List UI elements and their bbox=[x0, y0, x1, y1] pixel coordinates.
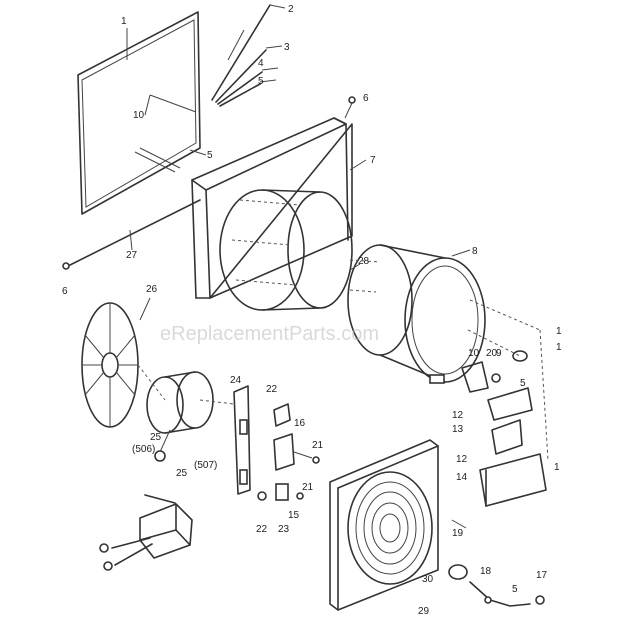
label-12a: 12 bbox=[452, 410, 464, 421]
label-18: 18 bbox=[480, 566, 492, 577]
motor-alternate bbox=[99, 494, 193, 571]
label-23: 23 bbox=[278, 524, 290, 535]
label-6b: 6 bbox=[62, 286, 68, 297]
switch-assembly bbox=[461, 299, 549, 507]
label-25a: 25 bbox=[150, 432, 162, 443]
label-1c: 1 bbox=[556, 342, 562, 353]
label-17: 17 bbox=[536, 570, 548, 581]
label-3: 3 bbox=[284, 42, 290, 53]
label-21b: 21 bbox=[302, 482, 314, 493]
label-2: 2 bbox=[288, 4, 294, 15]
label-27: 27 bbox=[126, 250, 138, 261]
label-26: 26 bbox=[146, 284, 158, 295]
label-6a: 6 bbox=[363, 93, 369, 104]
label-8: 8 bbox=[472, 246, 478, 257]
label-28: 28 bbox=[358, 256, 370, 267]
label-1d: 1 bbox=[554, 462, 560, 473]
label-16: 16 bbox=[294, 418, 306, 429]
mounting-bracket bbox=[199, 385, 251, 495]
fan-blade bbox=[81, 302, 139, 428]
fan-housing bbox=[347, 244, 486, 384]
label-15: 15 bbox=[288, 510, 300, 521]
label-25b: 25 bbox=[176, 468, 188, 479]
label-5c: 5 bbox=[512, 584, 518, 595]
label-30: 30 bbox=[422, 574, 434, 585]
label-24: 24 bbox=[230, 375, 242, 386]
leader-lines bbox=[126, 4, 471, 529]
label-12b: 12 bbox=[456, 454, 468, 465]
label-29: 29 bbox=[418, 606, 430, 617]
label-sub-506: (506) bbox=[132, 444, 155, 455]
small-bracket bbox=[257, 403, 320, 501]
label-1: 1 bbox=[121, 16, 127, 27]
label-5a: 5 bbox=[258, 76, 264, 87]
label-19: 19 bbox=[452, 528, 464, 539]
label-7: 7 bbox=[370, 155, 376, 166]
callout-labels: 1 2 3 4 5 10 5 6 7 28 8 27 6 26 1 1 9 10… bbox=[62, 4, 562, 617]
watermark-text: eReplacementParts.com bbox=[160, 323, 379, 345]
label-10: 10 bbox=[133, 110, 145, 121]
front-grille bbox=[329, 439, 468, 611]
label-22b: 22 bbox=[256, 524, 268, 535]
label-20: 20 bbox=[486, 348, 498, 359]
label-22a: 22 bbox=[266, 384, 278, 395]
motor bbox=[137, 364, 214, 462]
label-21a: 21 bbox=[312, 440, 324, 451]
label-1b: 1 bbox=[556, 326, 562, 337]
label-4: 4 bbox=[258, 58, 264, 69]
label-sub-507: (507) bbox=[194, 460, 217, 471]
label-5b: 5 bbox=[207, 150, 213, 161]
label-13: 13 bbox=[452, 424, 464, 435]
cord-and-screws bbox=[62, 96, 545, 607]
label-10b: 10 bbox=[468, 348, 480, 359]
label-14: 14 bbox=[456, 472, 468, 483]
label-9: 9 bbox=[496, 348, 502, 359]
housing-frame bbox=[191, 117, 353, 311]
screw-cluster bbox=[211, 4, 271, 107]
panel-part bbox=[77, 11, 201, 215]
label-5d: 5 bbox=[520, 378, 526, 389]
